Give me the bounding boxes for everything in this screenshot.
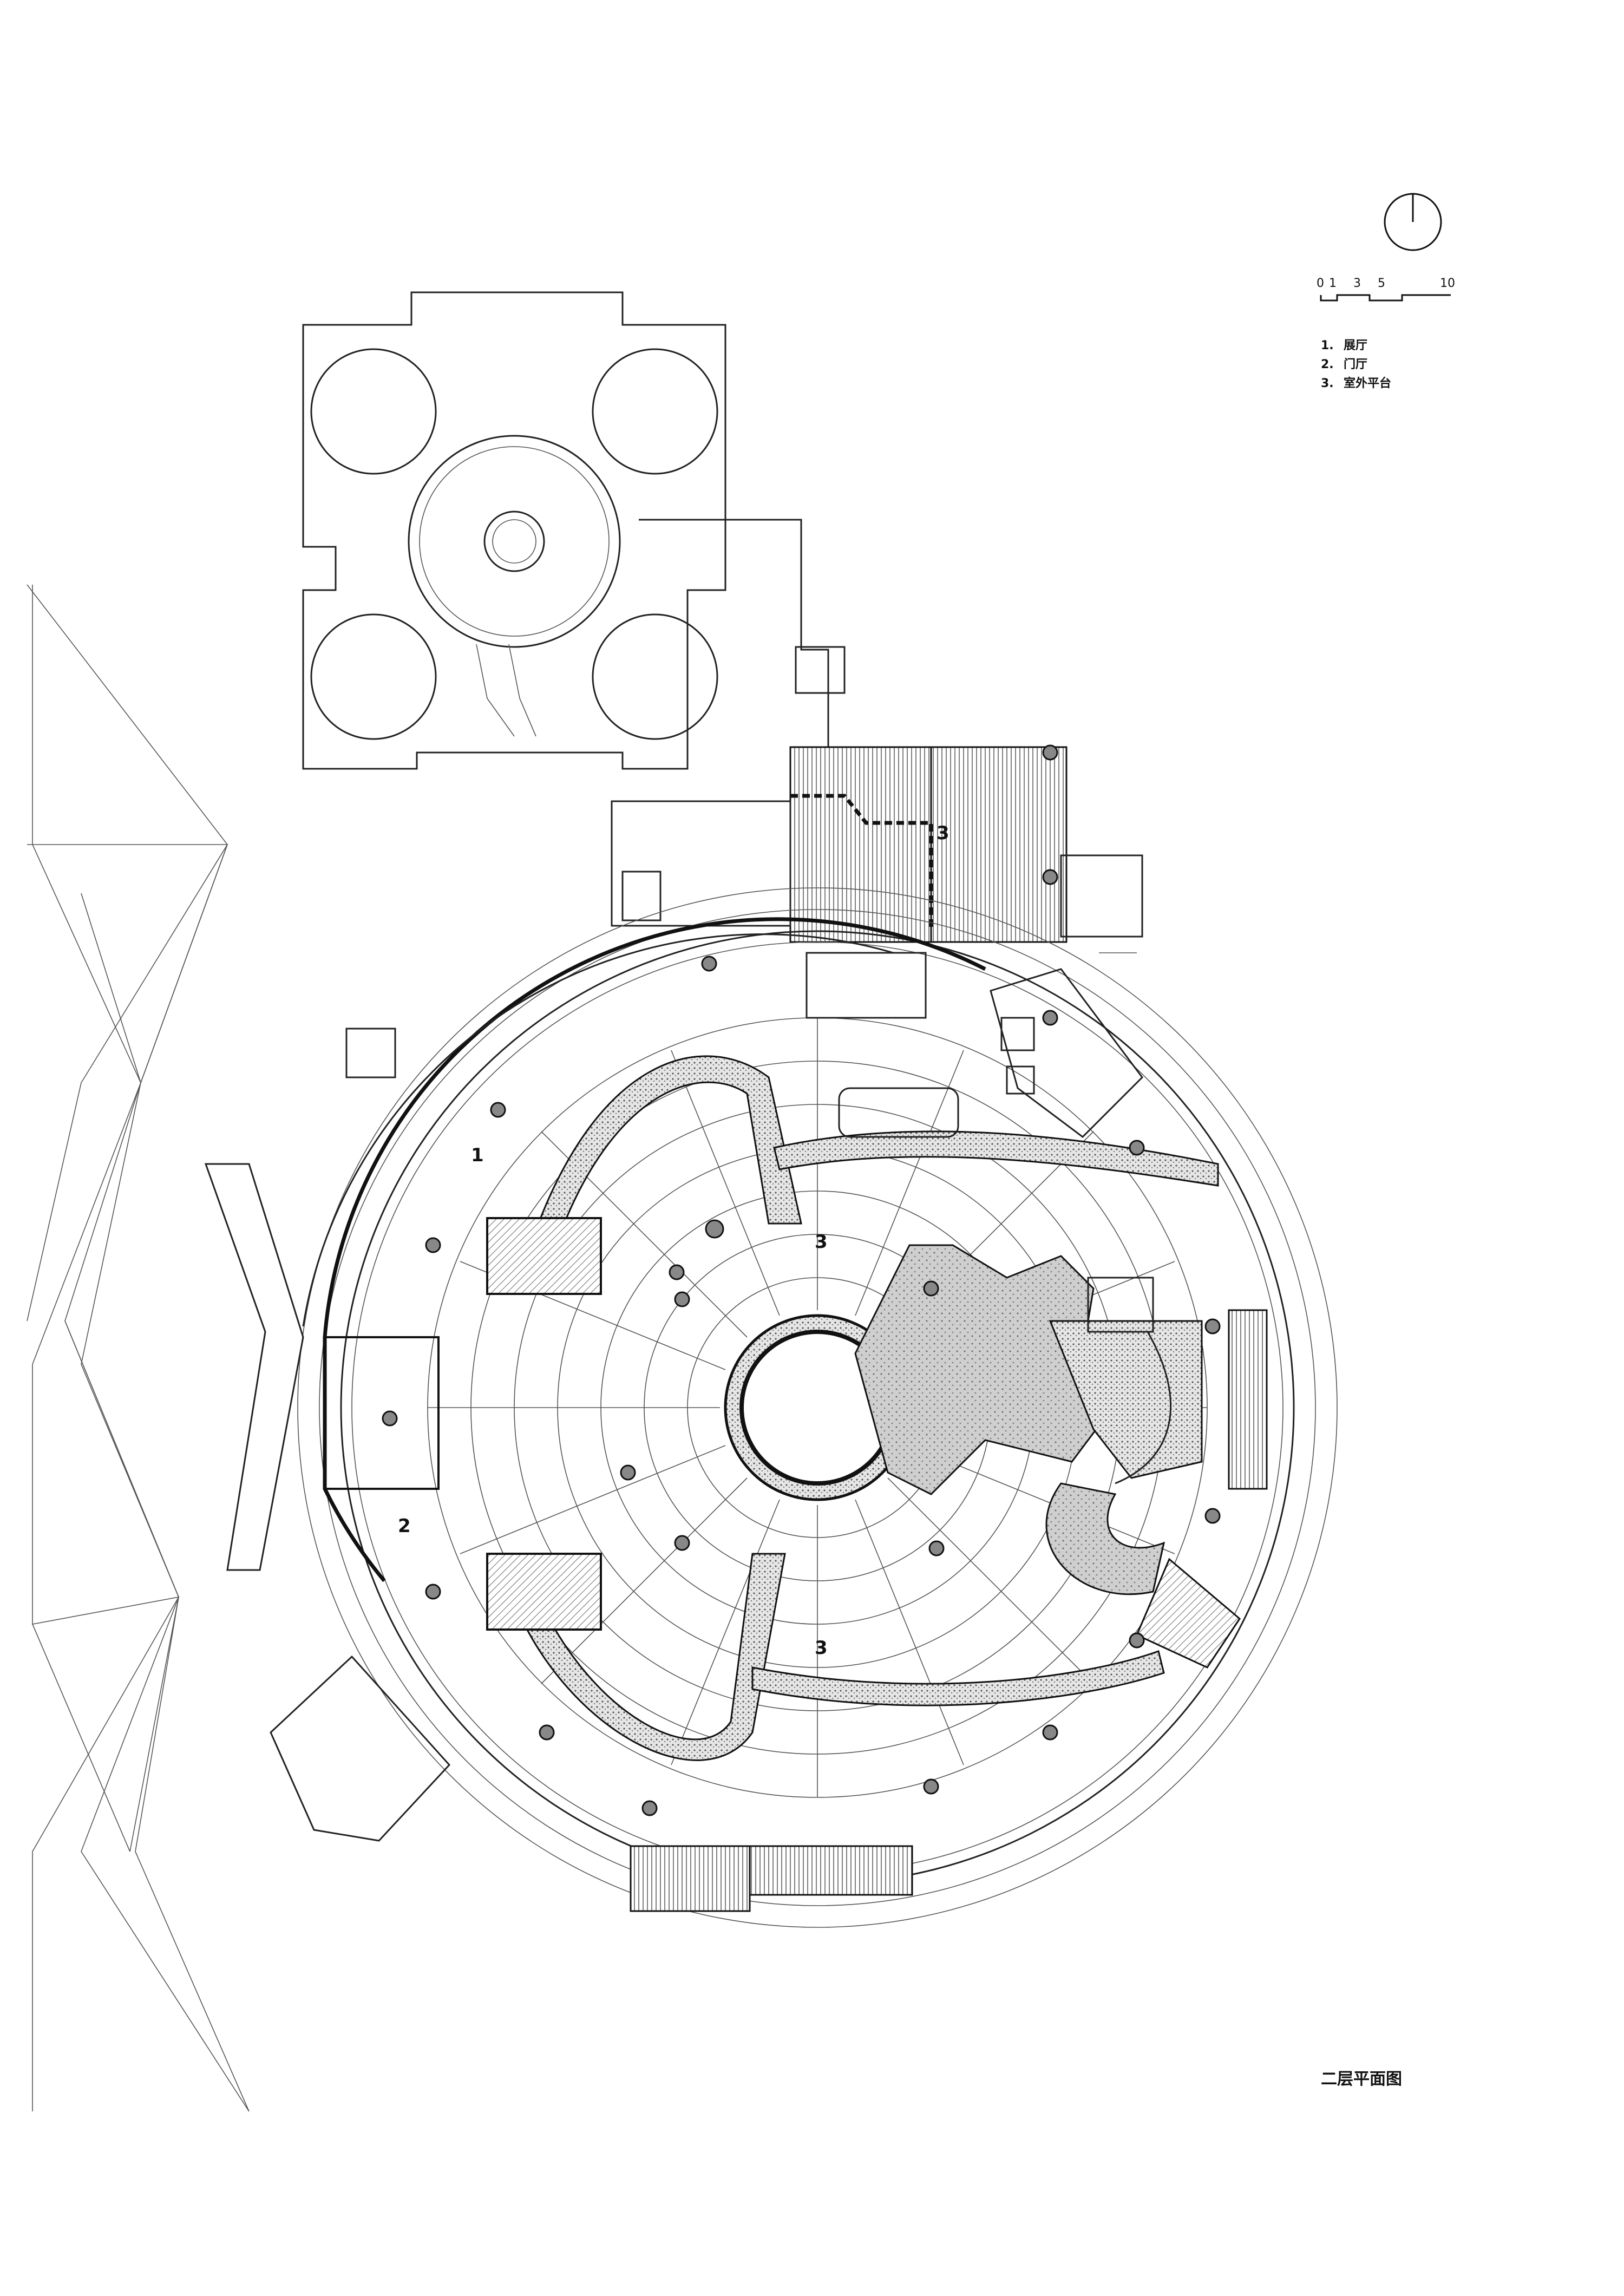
drawing-title: 二层平面图	[1321, 2070, 1402, 2089]
terrace-east-landscape	[854, 1244, 1268, 1669]
south-stair	[630, 1845, 913, 1912]
legend-num-1: 1.	[1321, 339, 1334, 352]
service-core-north	[806, 952, 927, 1019]
columns	[382, 744, 1221, 1816]
north-building-plan	[302, 291, 726, 770]
area-label-terrace-south: 3	[815, 1637, 828, 1659]
terrain-lines	[27, 584, 250, 2112]
northeast-service-wing	[990, 968, 1143, 1138]
planter-north	[486, 1217, 602, 1295]
north-arrow-icon	[1384, 193, 1442, 251]
legend-text-2: 门厅	[1344, 357, 1367, 371]
legend-num-2: 2.	[1321, 358, 1334, 371]
scale-tick-0: 0	[1317, 277, 1324, 290]
lift-core-north	[795, 646, 846, 694]
area-label-exhibition-hall: 1	[471, 1144, 484, 1166]
scale-tick-10: 10	[1440, 277, 1455, 290]
area-label-lobby: 2	[398, 1515, 411, 1537]
terrace-north	[611, 746, 1143, 953]
scale-tick-1: 1	[1329, 277, 1337, 290]
west-stair	[204, 1163, 304, 1571]
area-label-terrace-north: 3	[937, 822, 949, 844]
legend-text-1: 展厅	[1344, 339, 1367, 352]
connecting-walkway	[639, 519, 829, 754]
area-label-terrace-center: 3	[815, 1231, 828, 1253]
southwest-entry	[270, 1655, 451, 1842]
planter-south	[486, 1553, 602, 1631]
scale-bar: 0 1 3 5 10	[1317, 277, 1455, 302]
legend: 1. 展厅 2. 门厅 3. 室外平台	[1321, 339, 1391, 390]
legend-text-3: 室外平台	[1344, 376, 1391, 390]
legend-num-3: 3.	[1321, 377, 1334, 390]
scale-tick-3: 3	[1353, 277, 1361, 290]
scale-tick-5: 5	[1378, 277, 1385, 290]
